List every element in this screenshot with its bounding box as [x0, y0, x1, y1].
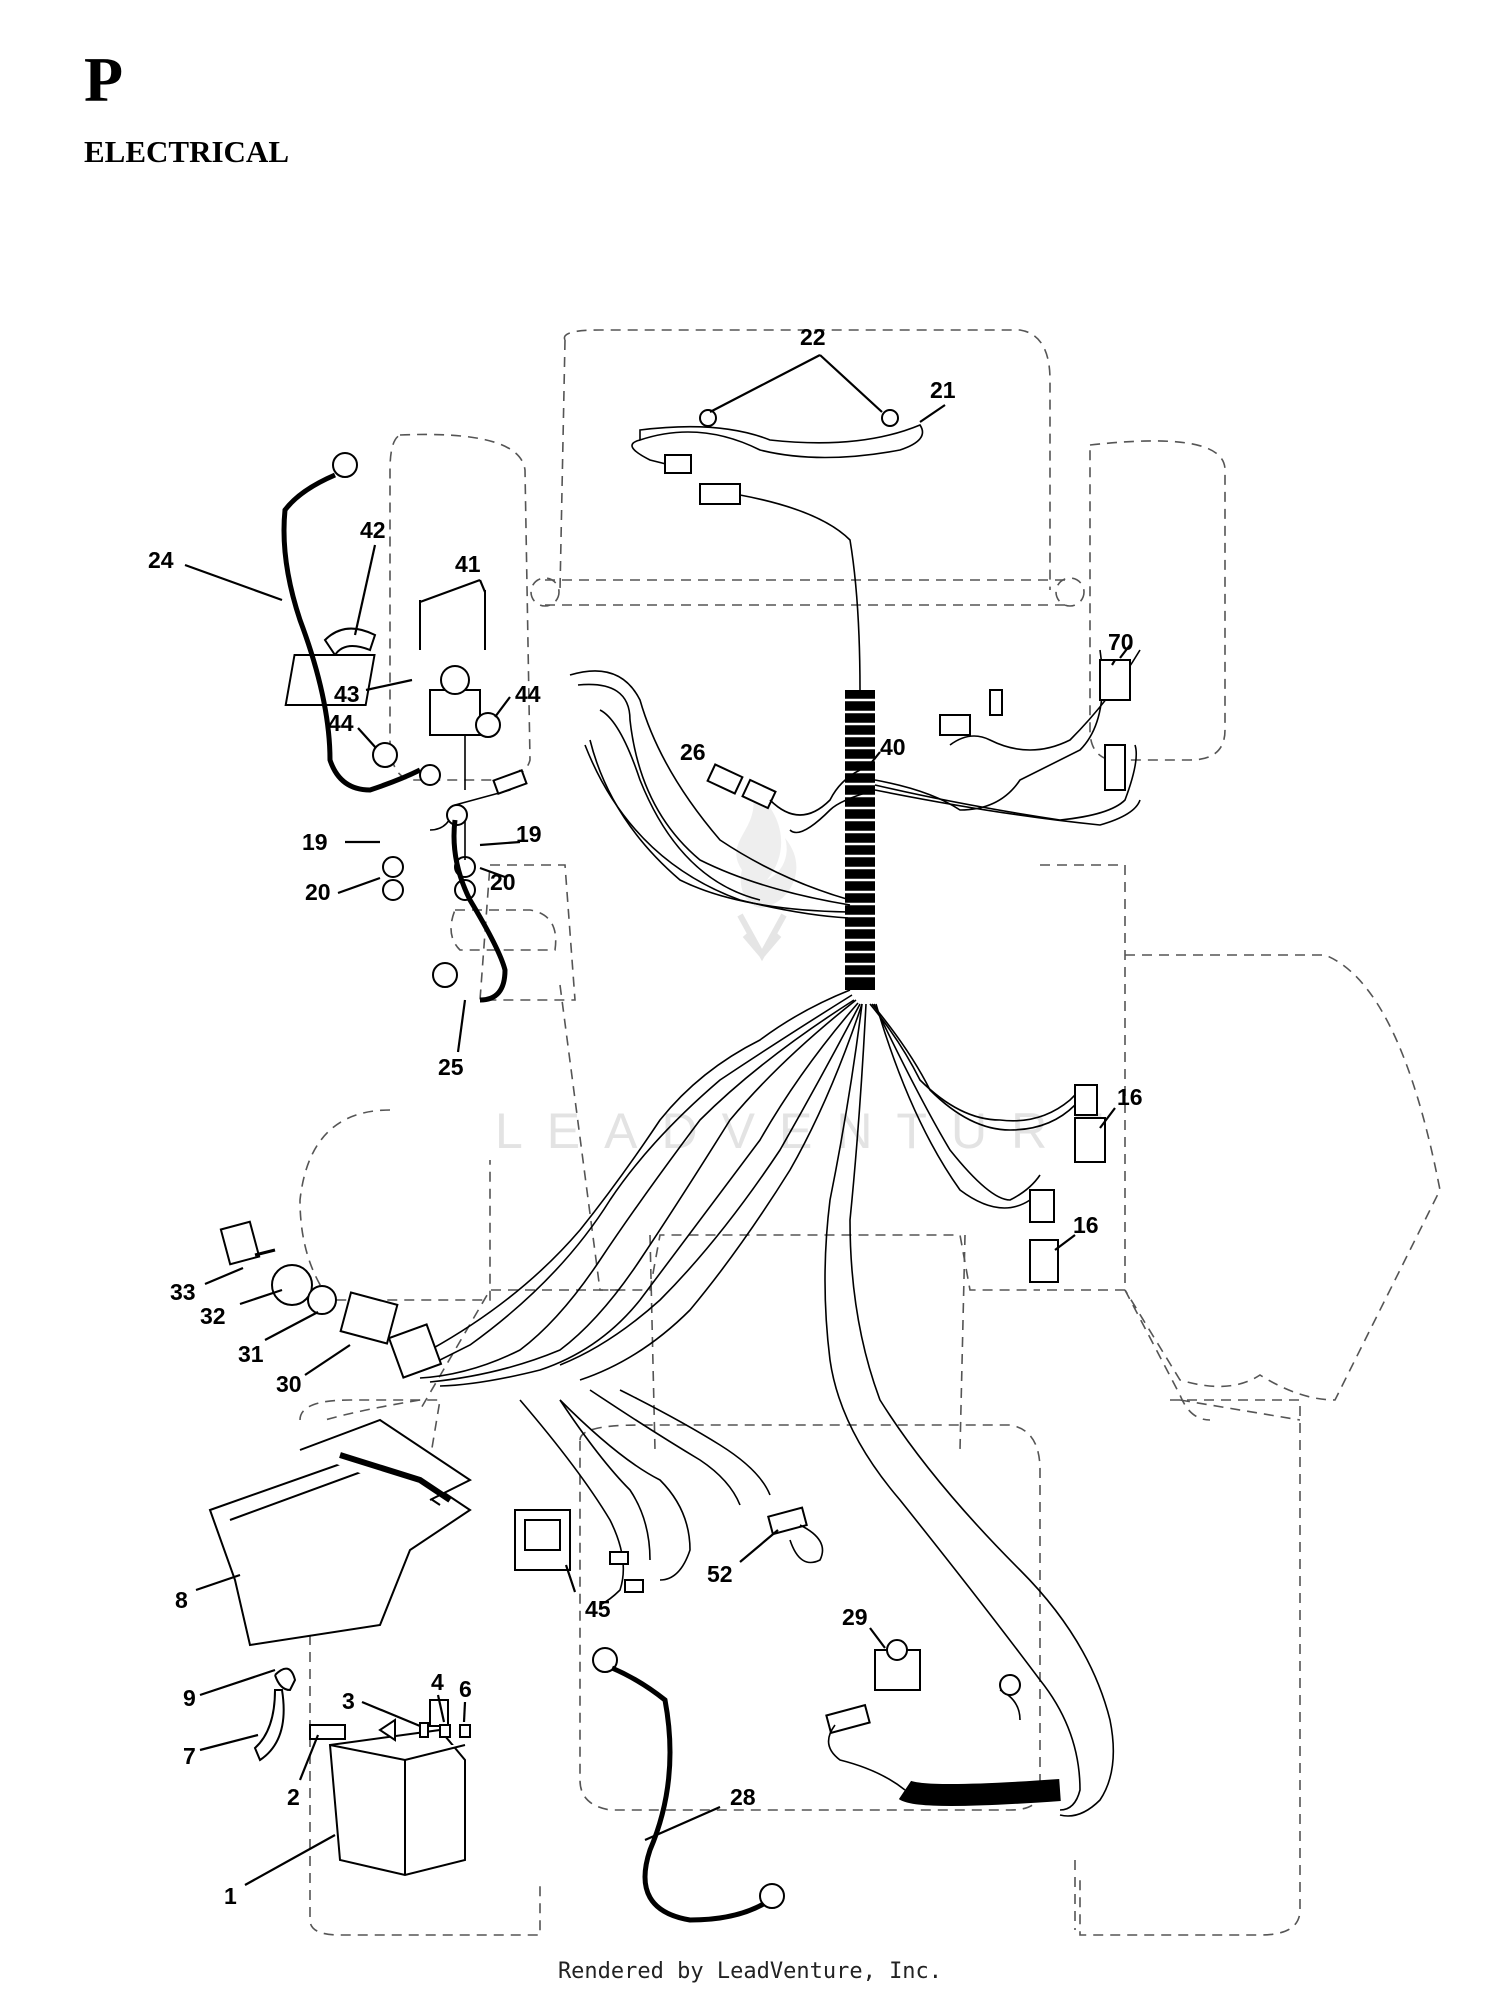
- ignition-nut: [307, 1285, 337, 1315]
- ground-cable-28: [592, 1647, 785, 1923]
- callout-33: 33: [170, 1279, 196, 1305]
- callout-42: 42: [360, 517, 386, 543]
- callout-26: 26: [680, 739, 706, 765]
- seat-switch-29: [825, 1639, 1061, 1806]
- callout-32: 32: [200, 1303, 226, 1329]
- bulb-right: [881, 409, 899, 427]
- callout-22: 22: [800, 324, 826, 350]
- watermark-logo: [736, 790, 797, 962]
- ignition-switch: [339, 1291, 399, 1345]
- callout-labels: 22 21 42 41 24 43 44 44 70 26 40 19 19 2…: [148, 324, 1143, 1909]
- harness-wires: [399, 649, 1141, 1817]
- headlight-harness: [631, 409, 924, 691]
- callout-52: 52: [707, 1561, 733, 1587]
- hour-meter: [514, 1509, 644, 1593]
- callout-20-right: 20: [490, 869, 516, 895]
- harness-connector-top: [699, 483, 741, 505]
- callout-24: 24: [148, 547, 174, 573]
- connector-16-lower-a: [1029, 1189, 1055, 1223]
- callout-2: 2: [287, 1784, 300, 1810]
- section-letter: P: [84, 44, 124, 115]
- ignition-bezel: [271, 1264, 313, 1306]
- callout-1: 1: [224, 1883, 237, 1909]
- connector-52: [767, 1506, 824, 1564]
- ignition-switch-assembly: [219, 1220, 443, 1379]
- battery: [328, 1699, 466, 1877]
- connector-70: [1099, 659, 1131, 701]
- ignition-key: [219, 1220, 261, 1266]
- solenoid-bracket: [284, 654, 376, 706]
- leader-lines: [184, 354, 1131, 1886]
- callout-9: 9: [183, 1685, 196, 1711]
- callout-40: 40: [880, 734, 906, 760]
- watermark-text: LEADVENTURE: [495, 1103, 1129, 1159]
- callout-41: 41: [455, 551, 481, 577]
- ignition-connector: [387, 1323, 443, 1379]
- callout-19-right: 19: [516, 821, 542, 847]
- callout-16-upper: 16: [1117, 1084, 1143, 1110]
- callout-3: 3: [342, 1688, 355, 1714]
- solenoid-assembly: [284, 590, 528, 901]
- section-title: ELECTRICAL: [84, 134, 289, 169]
- callout-70: 70: [1108, 629, 1134, 655]
- callout-29: 29: [842, 1604, 868, 1630]
- callout-31: 31: [238, 1341, 264, 1367]
- callout-21: 21: [930, 377, 956, 403]
- solenoid-body: [429, 689, 481, 736]
- connector-right-small: [989, 689, 1003, 716]
- callout-8: 8: [175, 1587, 188, 1613]
- connector-right-mid: [939, 714, 971, 736]
- tractor-outline: [299, 329, 1441, 1936]
- callout-7: 7: [183, 1743, 196, 1769]
- callout-19-left: 19: [302, 829, 328, 855]
- battery-cable-25: [432, 804, 508, 1003]
- connectors-70: [939, 659, 1131, 791]
- callout-16-lower: 16: [1073, 1212, 1099, 1238]
- connector-16-lower-b: [1029, 1239, 1059, 1283]
- connector-16-upper-a: [1074, 1084, 1098, 1116]
- callout-43: 43: [334, 681, 360, 707]
- battery-hardware: [253, 1667, 471, 1762]
- callout-20-left: 20: [305, 879, 331, 905]
- headlight-connector: [664, 454, 692, 474]
- callout-30: 30: [276, 1371, 302, 1397]
- battery-tray: [208, 1418, 472, 1647]
- callout-6: 6: [459, 1676, 472, 1702]
- bulb-left: [699, 409, 717, 427]
- battery-cable-24: [281, 452, 441, 793]
- connectors-16: [1029, 1084, 1106, 1283]
- connector-70-lower: [1104, 744, 1126, 791]
- terminal-boot: [323, 627, 377, 657]
- main-harness-coil: [845, 690, 875, 990]
- footer-credit: Rendered by LeadVenture, Inc.: [557, 1959, 943, 1984]
- connector-26: [706, 763, 861, 816]
- connector-16-upper-b: [1074, 1117, 1106, 1163]
- callout-25: 25: [438, 1054, 464, 1080]
- callout-45: 45: [585, 1596, 611, 1622]
- callout-44-left: 44: [328, 710, 354, 736]
- callout-28: 28: [730, 1784, 756, 1810]
- callout-44-right: 44: [515, 681, 541, 707]
- callout-4: 4: [431, 1669, 444, 1695]
